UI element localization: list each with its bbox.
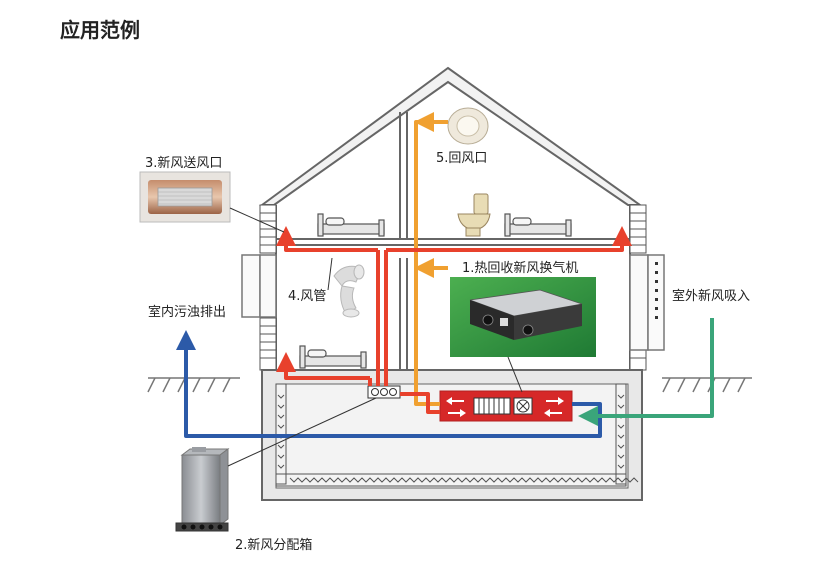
brick-wall-left <box>259 204 277 371</box>
label-duct: 4.风管 <box>288 289 326 304</box>
label-heat-recovery-unit: 1.热回收新风换气机 <box>462 260 578 276</box>
heat-recovery-unit-photo <box>450 277 596 357</box>
return-air-outlet-icon <box>447 107 489 145</box>
supply-air-path <box>276 226 632 414</box>
toilet-icon <box>457 193 491 237</box>
fresh-air-intake-path <box>578 318 714 426</box>
ventilation-unit-box <box>439 390 573 422</box>
supply-air-outlet-photo <box>139 171 231 223</box>
leader-lines <box>227 207 523 467</box>
window-right <box>629 254 665 351</box>
bed-attic-left <box>317 213 385 237</box>
label-return-outlet: 5.回风口 <box>436 151 487 166</box>
ground-right <box>662 377 752 393</box>
window-left <box>241 254 277 318</box>
label-exhaust: 室内污浊排出 <box>148 304 226 320</box>
house-structure <box>275 112 631 370</box>
distribution-manifold <box>367 385 401 399</box>
distribution-box-photo <box>175 447 230 532</box>
bed-ground-floor <box>299 345 367 369</box>
label-supply-outlet: 3.新风送风口 <box>145 155 222 171</box>
label-distribution-box: 2.新风分配箱 <box>235 537 312 553</box>
roof <box>258 66 644 206</box>
ground-left <box>147 377 240 393</box>
exhaust-air-path <box>176 330 602 438</box>
page-title: 应用范例 <box>60 18 140 42</box>
bed-attic-right <box>504 213 572 237</box>
flexible-duct-icon <box>333 264 365 318</box>
label-fresh-air-intake: 室外新风吸入 <box>672 288 750 304</box>
